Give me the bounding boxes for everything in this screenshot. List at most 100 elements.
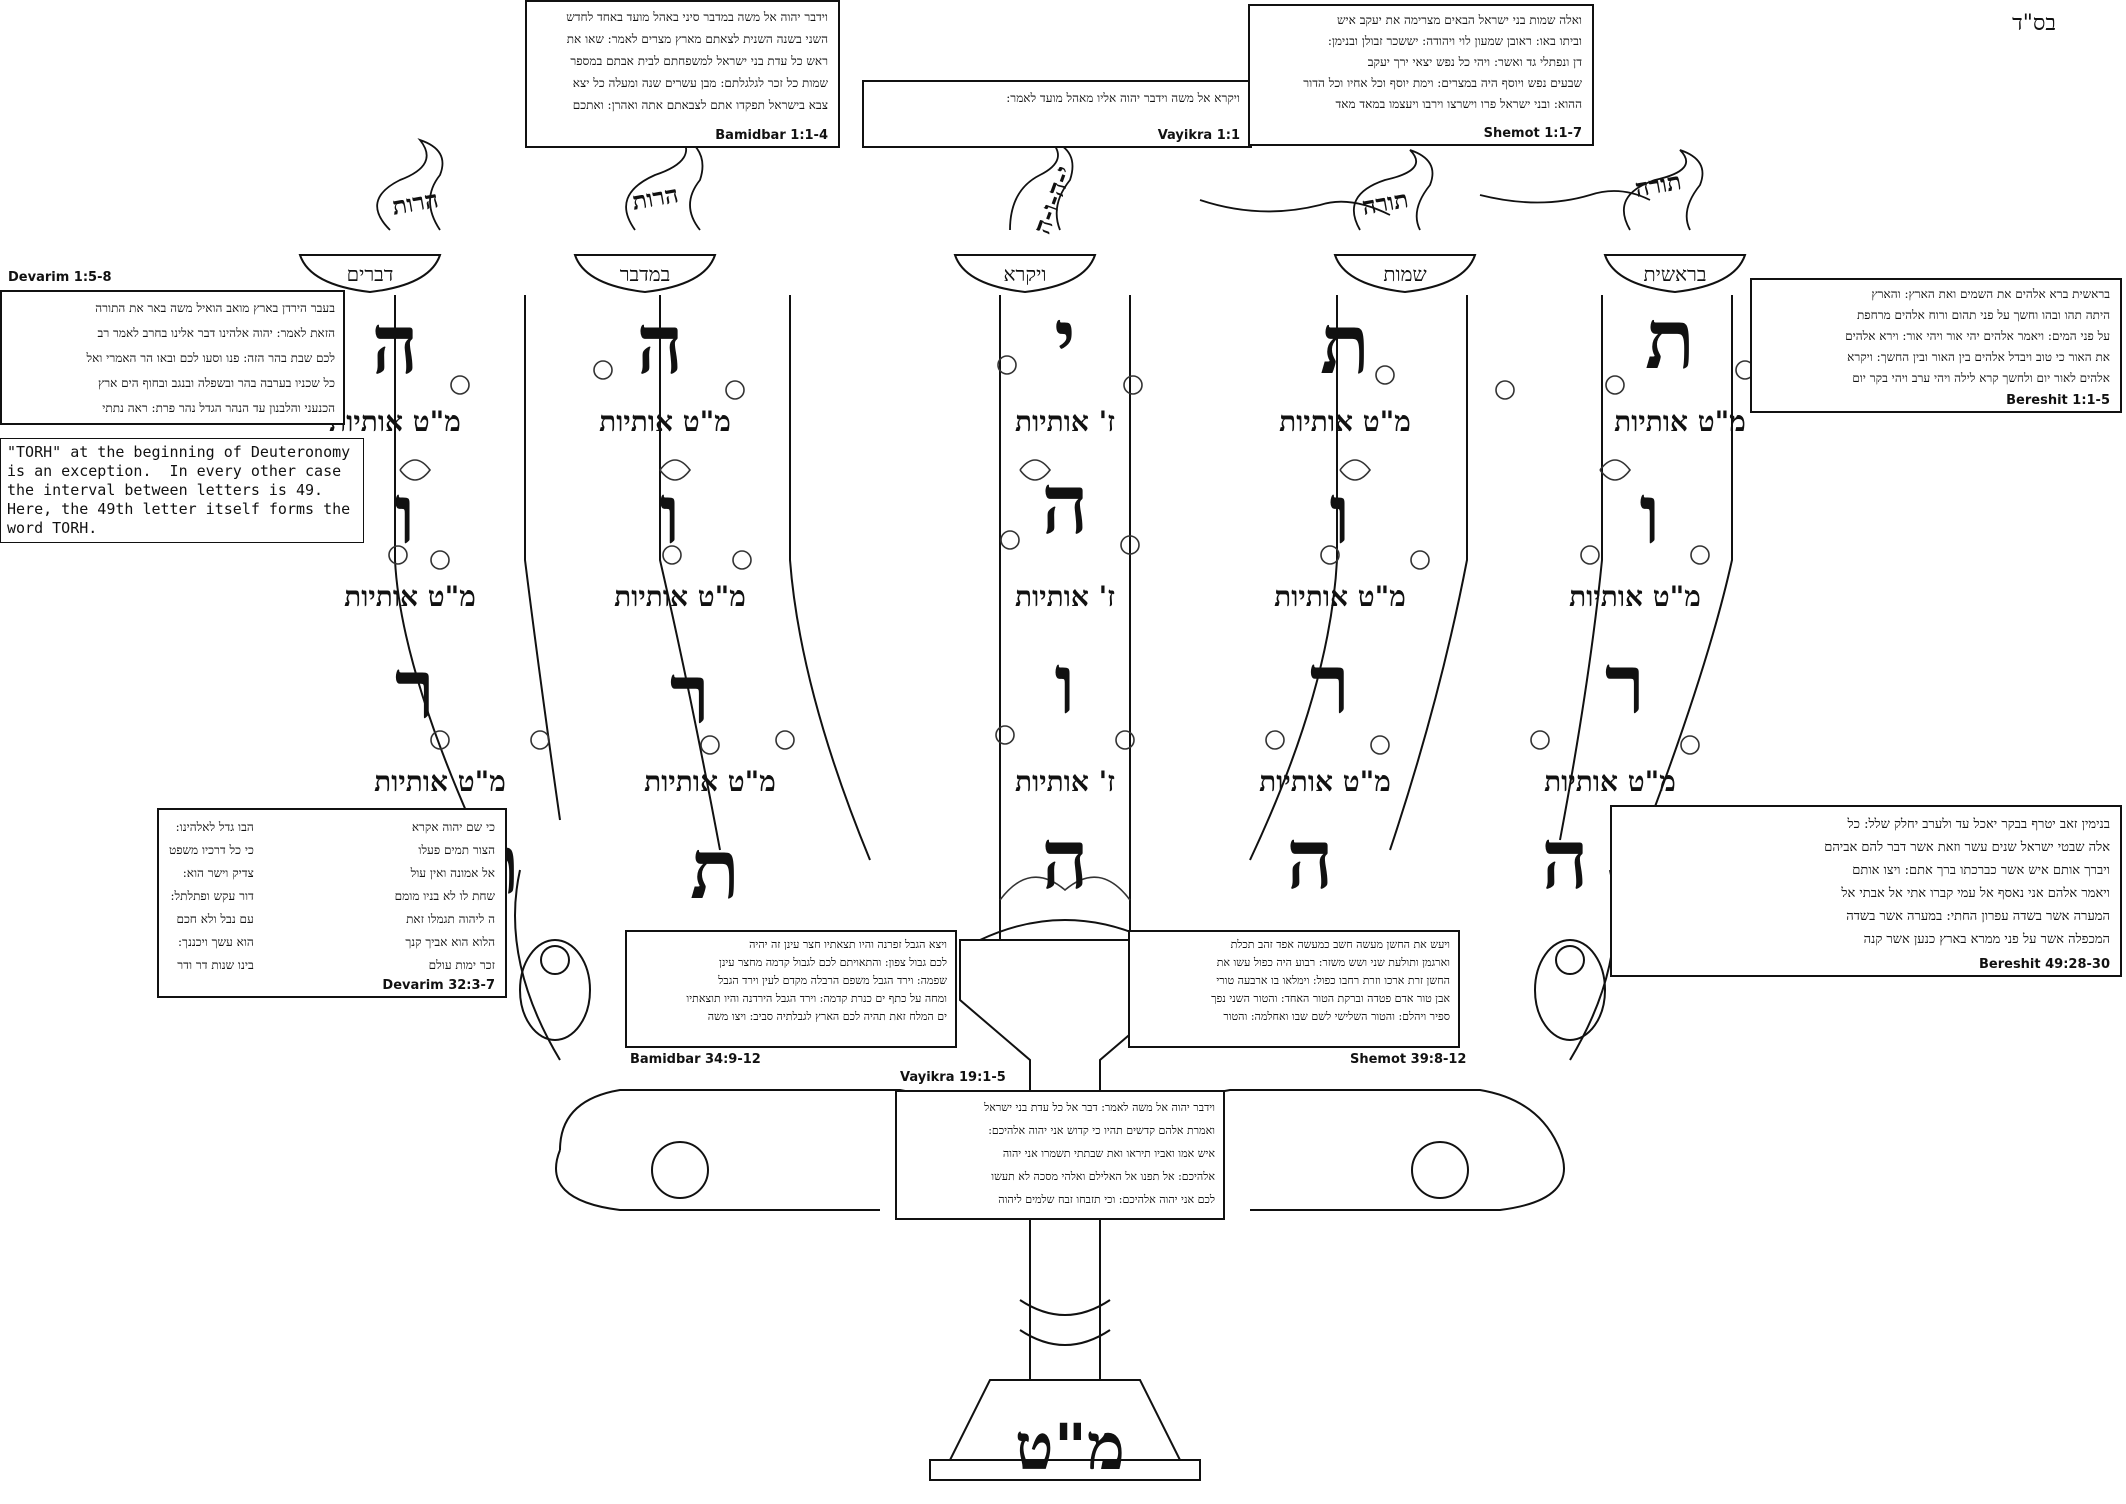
bamidbar-interval-2: מ"ט אותיות (614, 580, 746, 613)
passage-reference: Bamidbar 1:1-4 (715, 128, 828, 143)
bamidbar-letter-1: ה (636, 297, 684, 393)
passage-line: כי כל דרכיו משפט (169, 843, 254, 857)
vayikra-letter-2: ה (1041, 457, 1089, 553)
passage-line: ההוא: ובני ישראל פרו וישרצו וירבו ויעצמו… (1335, 97, 1582, 111)
passage-line: החשן זרת ארכו וזרת רחבו כפול: וימלאו בו … (1216, 974, 1450, 987)
vayikra-letter-3: ו (1054, 637, 1076, 733)
passage-bereshit-49: בנימין זאב יטרף בבקר יאכל עד ולערב יחלק … (1610, 805, 2122, 977)
passage-devarim-1: בעבר הירדן בארץ מואב הואיל משה באר את הת… (0, 290, 345, 425)
bereshit-letter-1: ת (1644, 292, 1695, 388)
passage-line: צבא בישראל תפקדו אתם לצבאתם אתה ואהרן: ו… (572, 98, 828, 112)
passage-line: וביתו באו: ראובן שמעון לוי ויהודה: יששכר… (1327, 34, 1582, 48)
passage-reference: Bamidbar 34:9-12 (630, 1052, 761, 1067)
vayikra-interval-3: ז' אותיות (1015, 765, 1115, 798)
passage-reference: Devarim 32:3-7 (382, 978, 495, 993)
passage-line: הצור תמים פעלו (418, 843, 495, 857)
bereshit-interval-2: מ"ט אותיות (1569, 580, 1701, 613)
bamidbar-letter-2: ו (659, 467, 681, 563)
passage-line: דור עקש ופתלתל: (170, 889, 254, 903)
passage-line: אל אמונה ואין עול (410, 866, 495, 880)
passage-line: השני בשנה השנית לצאתם מארץ מצרים לאמר: ש… (566, 32, 828, 46)
passage-reference: Devarim 1:5-8 (8, 270, 112, 285)
passage-line: ים המלח זאת תהיה לכם הארץ לגבלתיה סביב: … (707, 1010, 947, 1023)
cup-label-bereshit: בראשית (1643, 262, 1707, 286)
passage-line: שבעים נפש ויוסף היה במצרים: וימת יוסף וכ… (1303, 76, 1582, 90)
passage-line: לכם גבול צפון: והתאויתם לכם לגבול קדמה מ… (719, 956, 947, 969)
shemot-letter-1: ת (1319, 297, 1370, 393)
passage-line: ויברך אותם איש אשר כברכתו ברך אתם: ויצו … (1852, 863, 2110, 878)
passage-line: ויאמר אלהם אני נאסף אל עמי קברו אתי אל א… (1841, 886, 2110, 901)
shemot-interval-1: מ"ט אותיות (1279, 405, 1411, 438)
passage-line: ויצא הגבל זפרנה והיו תצאתיו חצר עינן זה … (749, 938, 947, 951)
passage-line: כי שם יהוה אקרא (411, 820, 495, 834)
passage-line: הבו גדל לאלהינו: (175, 820, 254, 834)
bamidbar-letter-3: ר (669, 647, 711, 743)
passage-line: הכנעני והלבנון עד הנהר הגדל נהר פרת: ראה… (102, 401, 335, 415)
passage-line: לכם שבת בהר הזה: פנו וסעו לכם ובאו הר הא… (86, 351, 335, 365)
base-letter: מ"ט (1015, 1410, 1125, 1485)
passage-bereshit-1: בראשית ברא אלהים את השמים ואת הארץ: והאר… (1750, 278, 2122, 413)
devarim-interval-1: מ"ט אותיות (329, 405, 461, 438)
bereshit-letter-3: ר (1604, 637, 1646, 733)
passage-reference: Shemot 39:8-12 (1350, 1052, 1467, 1067)
passage-line: ראש כל עדת בני ישראל למשפחתם לבית אבתם ב… (570, 54, 828, 68)
passage-bamidbar-1: וידבר יהוה אל משה במדבר סיני באהל מועד ב… (525, 0, 840, 148)
passage-line: על פני המים: ויאמר אלהים יהי אור ויהי או… (1845, 329, 2110, 343)
passage-reference: Bereshit 49:28-30 (1978, 957, 2110, 972)
passage-line: שפמה: וירד הגבל משפם הרבלה מקדם לעין ויר… (718, 974, 947, 987)
passage-line: את האור כי טוב ויבדל אלהים בין האור ובין… (1847, 350, 2110, 364)
vayikra-letter-4: ה (1041, 812, 1089, 908)
passage-reference: Vayikra 19:1-5 (900, 1070, 1006, 1085)
passage-line: בעבר הירדן בארץ מואב הואיל משה באר את הת… (95, 301, 335, 315)
scroll-flames (376, 134, 1704, 231)
passage-line: צדיק וישר הוא: (182, 866, 254, 880)
passage-shemot-39: ויעש את החשן מעשה חשב כמעשה אפד זהב תכלת… (1128, 930, 1460, 1048)
shemot-interval-2: מ"ט אותיות (1274, 580, 1406, 613)
vayikra-interval-2: ז' אותיות (1015, 580, 1115, 613)
vayikra-interval-1: ז' אותיות (1015, 405, 1115, 438)
passage-line: אבן טור אדם פטדה וברקת הטור האחד: והטור … (1211, 992, 1450, 1005)
passage-line: לכם אני יהוה אלהיכם: וכי תזבחו זבח שלמים… (998, 1193, 1215, 1206)
passage-reference: Bereshit 1:1-5 (2006, 393, 2110, 408)
passage-line: אלהים לאור יום ולחשך קרא לילה ויהי ערב ו… (1852, 371, 2110, 385)
cup-label-bamidbar: במדבר (619, 262, 671, 286)
deuteronomy-note: "TORH" at the beginning of Deuteronomy i… (0, 438, 364, 543)
devarim-letter-3: ר (394, 642, 436, 738)
bamidbar-interval-1: מ"ט אותיות (599, 405, 731, 438)
passage-line: הזאת לאמר: יהוה אלהינו דבר אלינו בחרב לא… (97, 326, 335, 340)
bereshit-letter-2: ו (1639, 467, 1661, 563)
passage-line: שחת לו לא בניו מומם (394, 889, 495, 903)
passage-line: בראשית ברא אלהים את השמים ואת הארץ: והאר… (1871, 287, 2110, 301)
passage-line: דן ונפתלי גד ואשר: ויהי כל נפש יצאי ירך … (1367, 55, 1582, 69)
passage-line: בנימין זאב יטרף בבקר יאכל עד ולערב יחלק … (1847, 817, 2110, 832)
bereshit-interval-3: מ"ט אותיות (1544, 765, 1676, 798)
passage-line: ויקרא אל משה וידבר יהוה אליו מאהל מועד ל… (1006, 91, 1240, 105)
passage-line: בינו שנות דר ודר (177, 958, 254, 972)
devarim-letter-1: ה (371, 297, 419, 393)
passage-line: איש אמו ואביו תיראו ואת שבתתי תשמרו אני … (1002, 1147, 1215, 1160)
passage-line: הוא עשך ויכננך: (178, 935, 254, 949)
passage-shemot-1: ואלה שמות בני ישראל הבאים מצרימה את יעקב… (1248, 4, 1594, 146)
shemot-interval-3: מ"ט אותיות (1259, 765, 1391, 798)
branch-shafts (394, 295, 1733, 940)
passage-line: ספיר ויהלם: והטור השלישי לשם שבו ואחלמה:… (1223, 1010, 1450, 1023)
passage-line: ואלה שמות בני ישראל הבאים מצרימה את יעקב… (1337, 13, 1582, 27)
passage-line: ואמרת אלהם קדשים תהיו כי קדוש אני יהוה א… (988, 1124, 1215, 1137)
devarim-letter-2: ו (394, 467, 416, 563)
passage-bamidbar-34: ויצא הגבל זפרנה והיו תצאתיו חצר עינן זה … (625, 930, 957, 1048)
devarim-interval-3: מ"ט אותיות (374, 765, 506, 798)
passage-line: ומחה על כתף ים כנרת קדמה: וירד הגבל הירד… (686, 992, 947, 1005)
shemot-letter-2: ו (1329, 467, 1351, 563)
passage-line: אלהיכם: אל תפנו אל האלילם ואלהי מסכה לא … (991, 1170, 1215, 1183)
cup-label-shemot: שמות (1383, 262, 1427, 286)
passage-reference: Shemot 1:1-7 (1483, 126, 1582, 141)
passage-line: וידבר יהוה אל משה במדבר סיני באהל מועד ב… (566, 10, 828, 24)
passage-reference: Vayikra 1:1 (1157, 128, 1240, 143)
vayikra-letter-1: י (1054, 292, 1076, 388)
passage-line: ה ליהוה תגמלו זאת (406, 912, 495, 926)
cup-label-devarim: דברים (346, 262, 394, 286)
passage-line: אלה שבטי ישראל שנים עשר וזאת אשר דבר להם… (1824, 840, 2110, 855)
bamidbar-letter-4: ת (689, 822, 740, 918)
corner-mark: בס"ד (2012, 11, 2056, 36)
